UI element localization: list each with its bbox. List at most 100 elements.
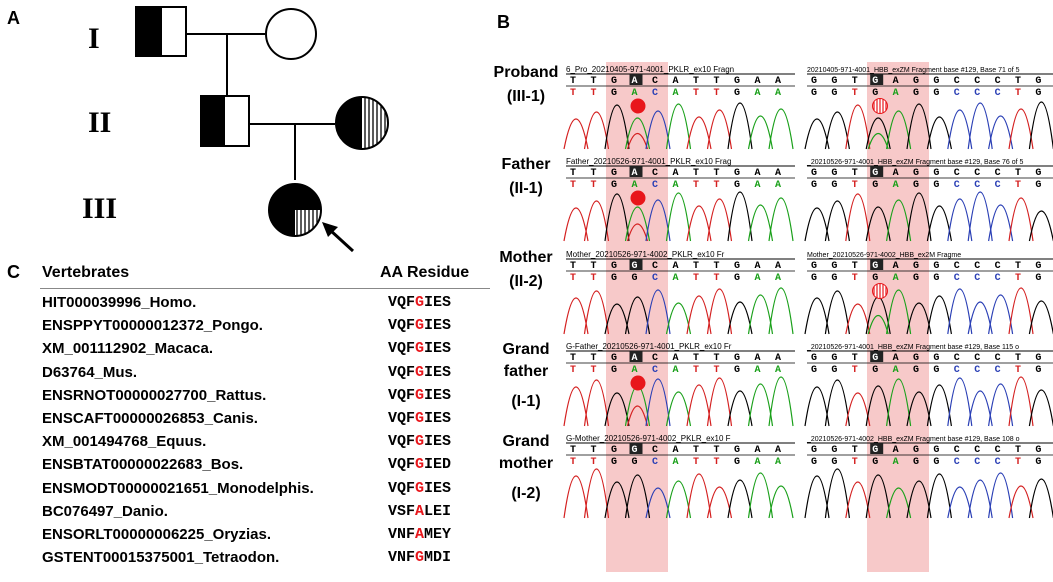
father-symbol: [200, 95, 250, 147]
aa-residue-prefix: VQF: [388, 433, 416, 451]
trace-peak-right: [845, 104, 871, 150]
highlighted-base-box: [870, 166, 884, 177]
base-call-right: C: [954, 353, 960, 364]
base-call-colored-left: T: [570, 88, 576, 99]
highlight-band-pklr: [606, 62, 668, 572]
base-call-colored-left: G: [611, 88, 617, 99]
mother-symbol: [335, 96, 389, 150]
grandfather-symbol: [135, 6, 187, 57]
trace-peak-right: [988, 115, 1014, 150]
base-call-left: G: [632, 261, 638, 272]
highlighted-base-box: [870, 259, 884, 270]
base-call-colored-right: C: [995, 457, 1001, 468]
trace-peak-left: [706, 109, 733, 150]
base-call-colored-right: T: [1015, 273, 1021, 284]
trace-header-left: G-Mother_20210526-971-4002_PKLR_ex10 F: [566, 434, 731, 443]
trace-peak-right: [886, 289, 912, 335]
trace-peak-right: [906, 480, 932, 519]
aa-residue-prefix: VNF: [388, 549, 416, 567]
trace-peak-right: [1028, 210, 1053, 242]
trace-peak-left: [706, 288, 733, 335]
base-call-right: C: [954, 445, 960, 456]
mutation-marker-solid: [630, 190, 646, 206]
base-call-colored-left: C: [652, 180, 658, 191]
trace-peak-right: [947, 377, 973, 427]
trace-peak-right: [926, 116, 952, 150]
trace-peak-left: [624, 474, 651, 519]
trace-peak-right: [865, 117, 891, 150]
base-call-colored-left: T: [714, 88, 720, 99]
species-name: ENSMODT00000021651_Monodelphis.: [42, 479, 314, 497]
aa-residue-prefix: VQF: [388, 456, 416, 474]
trace-peak-right: [845, 481, 871, 519]
generation-label-i: I: [88, 22, 100, 55]
base-call-colored-left: T: [714, 273, 720, 284]
aa-residue-sequence: VQFGIES: [388, 410, 451, 427]
base-call-left: T: [693, 168, 699, 179]
trace-peak-left: [747, 383, 774, 427]
table-row: GSTENT00015375001_Tetraodon.VNFGMDI: [40, 544, 490, 567]
base-call-colored-left: A: [632, 180, 638, 191]
base-call-left: A: [673, 76, 679, 87]
aa-residue-suffix: MEY: [424, 525, 452, 543]
base-call-left: A: [775, 261, 781, 272]
base-call-left: T: [591, 353, 597, 364]
trace-peak-right: [926, 384, 952, 427]
base-call-colored-right: G: [933, 88, 939, 99]
trace-peak-het-right: [867, 132, 889, 150]
trace-peak-left: [686, 116, 712, 150]
base-call-right: G: [1035, 168, 1041, 179]
species-name: HIT000039996_Homo.: [42, 294, 197, 311]
base-call-colored-right: G: [831, 273, 837, 284]
trace-peak-left: [665, 103, 692, 150]
trace-peak-right: [988, 472, 1014, 519]
base-call-right: T: [852, 76, 858, 87]
base-call-colored-right: A: [893, 457, 899, 468]
aa-residue-sequence: VQFGIES: [388, 433, 451, 450]
base-call-right: G: [913, 353, 919, 364]
base-call-left: T: [591, 76, 597, 87]
base-call-colored-left: G: [632, 457, 638, 468]
aa-residue-suffix: IES: [424, 409, 452, 427]
base-call-colored-right: C: [974, 273, 980, 284]
base-call-colored-right: G: [1035, 273, 1041, 284]
highlighted-base-box: [870, 443, 884, 454]
base-call-left: A: [755, 261, 761, 272]
trace-peak-right: [1028, 101, 1053, 150]
trace-peak-right: [906, 192, 932, 242]
base-call-colored-left: T: [591, 180, 597, 191]
generation-label-iii: III: [82, 192, 117, 225]
base-call-left: T: [693, 76, 699, 87]
trace-peak-left: [768, 108, 794, 150]
trace-peak-left: [686, 473, 712, 519]
highlight-band-hbb: [867, 62, 929, 572]
base-call-left: T: [591, 261, 597, 272]
base-call-right: C: [974, 261, 980, 272]
aa-residue-suffix: IES: [424, 294, 452, 311]
aa-residue-prefix: VQF: [388, 409, 416, 427]
trace-peak-right: [967, 102, 993, 150]
species-name: ENSORLT00000006225_Oryzias.: [42, 525, 272, 543]
base-call-colored-right: C: [954, 88, 960, 99]
base-call-right: G: [933, 168, 939, 179]
row-label-father: Father (II-1): [501, 156, 551, 197]
base-call-colored-left: C: [652, 88, 658, 99]
base-call-colored-left: T: [693, 180, 699, 191]
trace-peak-right: [886, 199, 912, 242]
trace-peak-right: [824, 200, 850, 242]
base-call-left: T: [570, 76, 576, 87]
trace-peak-left: [747, 472, 774, 519]
aa-residue-suffix: IES: [424, 317, 452, 335]
trace-peak-right: [906, 103, 932, 150]
base-call-colored-right: G: [913, 273, 919, 284]
trace-peak-right: [947, 198, 973, 242]
aa-residue-suffix: IES: [424, 340, 452, 358]
trace-peak-left: [706, 198, 733, 242]
aa-residue-highlight: G: [415, 340, 425, 358]
base-call-colored-right: G: [872, 273, 878, 284]
trace-peak-right: [804, 297, 830, 335]
base-call-right: G: [831, 168, 837, 179]
trace-peak-left: [706, 486, 733, 519]
base-call-colored-right: G: [913, 88, 919, 99]
